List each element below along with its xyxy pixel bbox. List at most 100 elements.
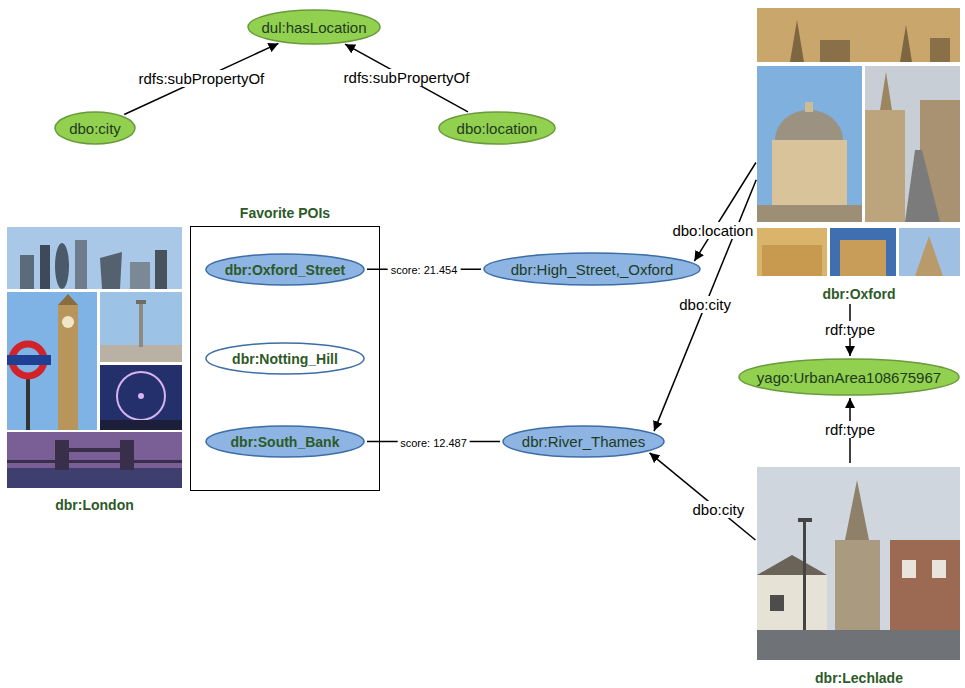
edge-label: dbo:location [669, 222, 756, 239]
window [770, 595, 784, 611]
tower-block [40, 245, 50, 289]
edge-label-holder: score: 12.487 [397, 433, 470, 451]
spire [900, 25, 912, 62]
connector [367, 268, 481, 270]
node-label: dbo:location [457, 120, 538, 137]
clock-tower-roof [58, 294, 78, 305]
college-wall [840, 240, 886, 276]
clock-face [62, 316, 74, 328]
connector [367, 441, 500, 443]
node-label: dbr:River_Thames [522, 433, 645, 450]
skyline-haze [757, 8, 960, 62]
ellipse-shape [206, 343, 364, 374]
edge-label-holder: dbo:city [676, 296, 734, 314]
node-label: dbo:city [69, 120, 121, 137]
ground [757, 205, 862, 222]
edge-label: dbo:city [676, 296, 734, 313]
lantern [805, 102, 813, 112]
photo-caption: dbr:London [55, 497, 134, 513]
lechlade-photo [757, 467, 960, 660]
edge-label-holder: rdfs:subPropertyOf [341, 69, 473, 87]
skyline-sky [7, 227, 182, 289]
city-photo-node: dbr:Lechlade [757, 465, 961, 686]
college-photo [830, 228, 896, 276]
class-ellipse: yago:UrbanArea108675967 [738, 358, 960, 396]
box-heading: Favorite POIs [240, 203, 330, 223]
bridge-deck [7, 460, 182, 463]
ellipse-shape [503, 426, 664, 457]
river [7, 468, 182, 488]
ellipse-shape [248, 10, 380, 44]
ellipse-shape [484, 253, 700, 285]
connector [849, 398, 851, 463]
node-label: dul:hasLocation [261, 19, 366, 36]
photo-caption: dbr:Oxford [822, 286, 895, 302]
resource-ellipse: dbr:River_Thames [502, 425, 665, 458]
photo-caption: dbr:Lechlade [815, 670, 903, 686]
edge-label-holder: rdf:type [822, 421, 878, 439]
observation-wheel [117, 372, 165, 420]
college-photo [899, 228, 960, 276]
poi-ellipse: dbr:Notting_Hill [205, 342, 365, 375]
tower-block [130, 262, 150, 289]
bridge-tower [55, 440, 69, 470]
edge-label: rdfs:subPropertyOf [135, 70, 267, 87]
ellipse-shape [55, 112, 135, 144]
window [932, 560, 946, 578]
window [902, 560, 916, 578]
poi-ellipse: dbr:South_Bank [205, 425, 365, 458]
camera-sky [757, 66, 862, 222]
oxford-collage [757, 8, 960, 276]
connector [654, 180, 756, 431]
connector [650, 453, 756, 540]
street-building [865, 110, 905, 222]
poi-list-box: Favorite POIs dbr:Oxford_Street dbr:Nottin… [190, 203, 380, 491]
bridge-sky [7, 432, 182, 488]
church-spire [845, 480, 869, 540]
edge-label-holder: rdf:type [822, 321, 878, 339]
node-label: dbr:Oxford_Street [225, 260, 346, 280]
node-label: dbr:High_Street,_Oxford [511, 261, 674, 278]
tower-block [20, 255, 34, 289]
sign-pole [26, 377, 30, 430]
connector [849, 304, 851, 356]
node-label: dbr:South_Bank [231, 432, 340, 452]
square-sky [100, 292, 182, 362]
london-collage [7, 227, 182, 488]
eye-sky [100, 365, 182, 430]
big-ben-sky [7, 292, 97, 430]
dome [775, 110, 843, 140]
city-photo-node: dbr:Oxford [757, 6, 961, 302]
ellipse-shape [739, 359, 959, 395]
property-ellipse: dbo:location [438, 111, 556, 145]
edge-label: dbo:city [690, 501, 748, 518]
column-top [136, 300, 146, 304]
clock-tower [58, 305, 78, 430]
bridge-tower [120, 440, 134, 470]
node-label: dbr:Notting_Hill [232, 349, 338, 369]
connector [694, 162, 756, 261]
tower-block [100, 252, 122, 289]
edge-label-holder: rdfs:subPropertyOf [135, 70, 267, 88]
college-photo [757, 228, 827, 276]
roofline [930, 38, 950, 62]
edge-label: rdfs:subPropertyOf [341, 69, 473, 86]
spire [915, 236, 943, 276]
city-photo-node: dbr:London [5, 225, 184, 513]
roundel-bar [7, 355, 51, 365]
edge-label: score: 12.487 [397, 437, 470, 449]
bridge-walkway [55, 448, 134, 452]
class-ellipse: dul:hasLocation [247, 9, 381, 45]
gherkin [55, 243, 69, 289]
wheel-hub [138, 393, 144, 399]
node-label: yago:UrbanArea108675967 [757, 369, 941, 386]
edge-label: rdf:type [822, 421, 878, 438]
spire [790, 20, 804, 62]
river-bank [100, 420, 182, 430]
ellipse-shape [206, 254, 364, 285]
edge-label-holder: score: 21.454 [388, 260, 461, 278]
road [757, 630, 960, 660]
